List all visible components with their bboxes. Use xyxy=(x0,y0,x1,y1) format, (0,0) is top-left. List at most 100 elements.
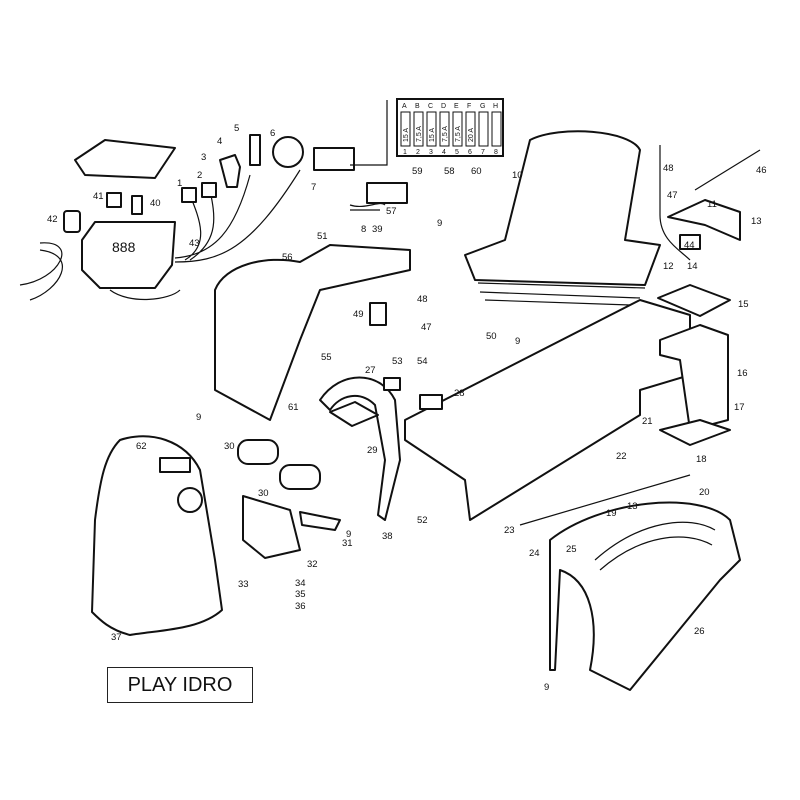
fuse-number: 3 xyxy=(429,149,433,156)
fuse-number: 5 xyxy=(455,149,459,156)
callout-44: 44 xyxy=(684,240,695,251)
gasket-15 xyxy=(657,284,731,317)
switch-2 xyxy=(201,182,217,198)
instrument-panel xyxy=(81,221,176,289)
model-title: PLAY IDRO xyxy=(107,667,253,703)
fuse-number: 2 xyxy=(416,149,420,156)
callout-32: 32 xyxy=(307,559,318,570)
relay-41 xyxy=(106,192,122,208)
callout-9: 9 xyxy=(196,412,201,423)
rear-fender-26 xyxy=(549,501,741,691)
callout-2: 2 xyxy=(197,170,202,181)
gasket-17 xyxy=(659,419,731,446)
fuse-slot xyxy=(400,111,411,147)
fuse-column-label: F xyxy=(467,103,471,110)
fuse-rating: 15 A xyxy=(403,128,410,142)
fuse-rating: 20 A xyxy=(468,128,475,142)
callout-50: 50 xyxy=(486,331,497,342)
fuse-number: 1 xyxy=(403,149,407,156)
fuse-rating: 7,5 A xyxy=(455,126,462,142)
callout-51: 51 xyxy=(317,231,328,242)
callout-10: 10 xyxy=(512,170,523,181)
callout-7: 7 xyxy=(311,182,316,193)
callout-4: 4 xyxy=(217,136,222,147)
callout-9: 9 xyxy=(437,218,442,229)
fuse-slot xyxy=(491,111,502,147)
fuse-slot xyxy=(478,111,489,147)
callout-36: 36 xyxy=(295,601,306,612)
callout-39: 39 xyxy=(372,224,383,235)
fuse-slot xyxy=(439,111,450,147)
callout-58: 58 xyxy=(444,166,455,177)
callout-47: 47 xyxy=(421,322,432,333)
gasket-29 xyxy=(329,401,379,427)
callout-3: 3 xyxy=(201,152,206,163)
callout-54: 54 xyxy=(417,356,428,367)
rod-19 xyxy=(519,474,691,526)
wiring-harness-43 xyxy=(19,169,301,301)
callout-42: 42 xyxy=(47,214,58,225)
seat-10 xyxy=(464,130,661,286)
switch-53 xyxy=(383,377,401,391)
fuse-column-label: H xyxy=(493,103,498,110)
fuse-slot xyxy=(452,111,463,147)
callout-61: 61 xyxy=(288,402,299,413)
callout-40: 40 xyxy=(150,198,161,209)
fuse-slot xyxy=(426,111,437,147)
callout-13: 13 xyxy=(751,216,762,227)
callout-24: 24 xyxy=(529,548,540,559)
callout-49: 49 xyxy=(353,309,364,320)
fuse-rating: 7,5 A xyxy=(442,126,449,142)
callout-34: 34 xyxy=(295,578,306,589)
callout-25: 25 xyxy=(566,544,577,555)
fuse-number: 8 xyxy=(494,149,498,156)
fuse-number: 6 xyxy=(468,149,472,156)
callout-17: 17 xyxy=(734,402,745,413)
callout-59: 59 xyxy=(412,166,423,177)
manual-cover xyxy=(74,139,176,179)
callout-43: 43 xyxy=(189,238,200,249)
callout-48: 48 xyxy=(663,163,674,174)
callout-5: 5 xyxy=(234,123,239,134)
callout-33: 33 xyxy=(238,579,249,590)
fuse-number: 4 xyxy=(442,149,446,156)
callout-30: 30 xyxy=(224,441,235,452)
capacitor-42 xyxy=(63,210,81,233)
callout-16: 16 xyxy=(737,368,748,379)
callout-9: 9 xyxy=(515,336,520,347)
sensor-14 xyxy=(679,234,701,250)
fuse-column-label: G xyxy=(480,103,485,110)
headlight-30b xyxy=(279,464,321,490)
fuse-column-label: B xyxy=(415,103,420,110)
fuse-slot xyxy=(413,111,424,147)
fuse-number: 7 xyxy=(481,149,485,156)
callout-38: 38 xyxy=(382,531,393,542)
callout-9: 9 xyxy=(346,529,351,540)
solenoid-49 xyxy=(369,302,387,326)
bracket-11 xyxy=(667,199,741,241)
callout-37: 37 xyxy=(111,632,122,643)
callout-62: 62 xyxy=(136,441,147,452)
ignition-switch-3 xyxy=(219,154,241,188)
callout-53: 53 xyxy=(392,356,403,367)
hood-label-62 xyxy=(159,457,191,473)
callout-41: 41 xyxy=(93,191,104,202)
callout-46: 46 xyxy=(756,165,767,176)
callout-22: 22 xyxy=(616,451,627,462)
callout-14: 14 xyxy=(687,261,698,272)
fuse-holder-57 xyxy=(366,182,408,204)
headlight-frame-38 xyxy=(319,376,401,521)
callout-9: 9 xyxy=(544,682,549,693)
callout-29: 29 xyxy=(367,445,378,456)
callout-55: 55 xyxy=(321,352,332,363)
front-hood-37 xyxy=(91,435,223,636)
fuse-slot xyxy=(465,111,476,147)
hour-meter-7 xyxy=(272,136,304,168)
callout-11: 11 xyxy=(707,199,717,210)
callout-52: 52 xyxy=(417,515,428,526)
callout-56: 56 xyxy=(282,252,293,263)
callout-23: 23 xyxy=(504,525,515,536)
callout-48: 48 xyxy=(417,294,428,305)
